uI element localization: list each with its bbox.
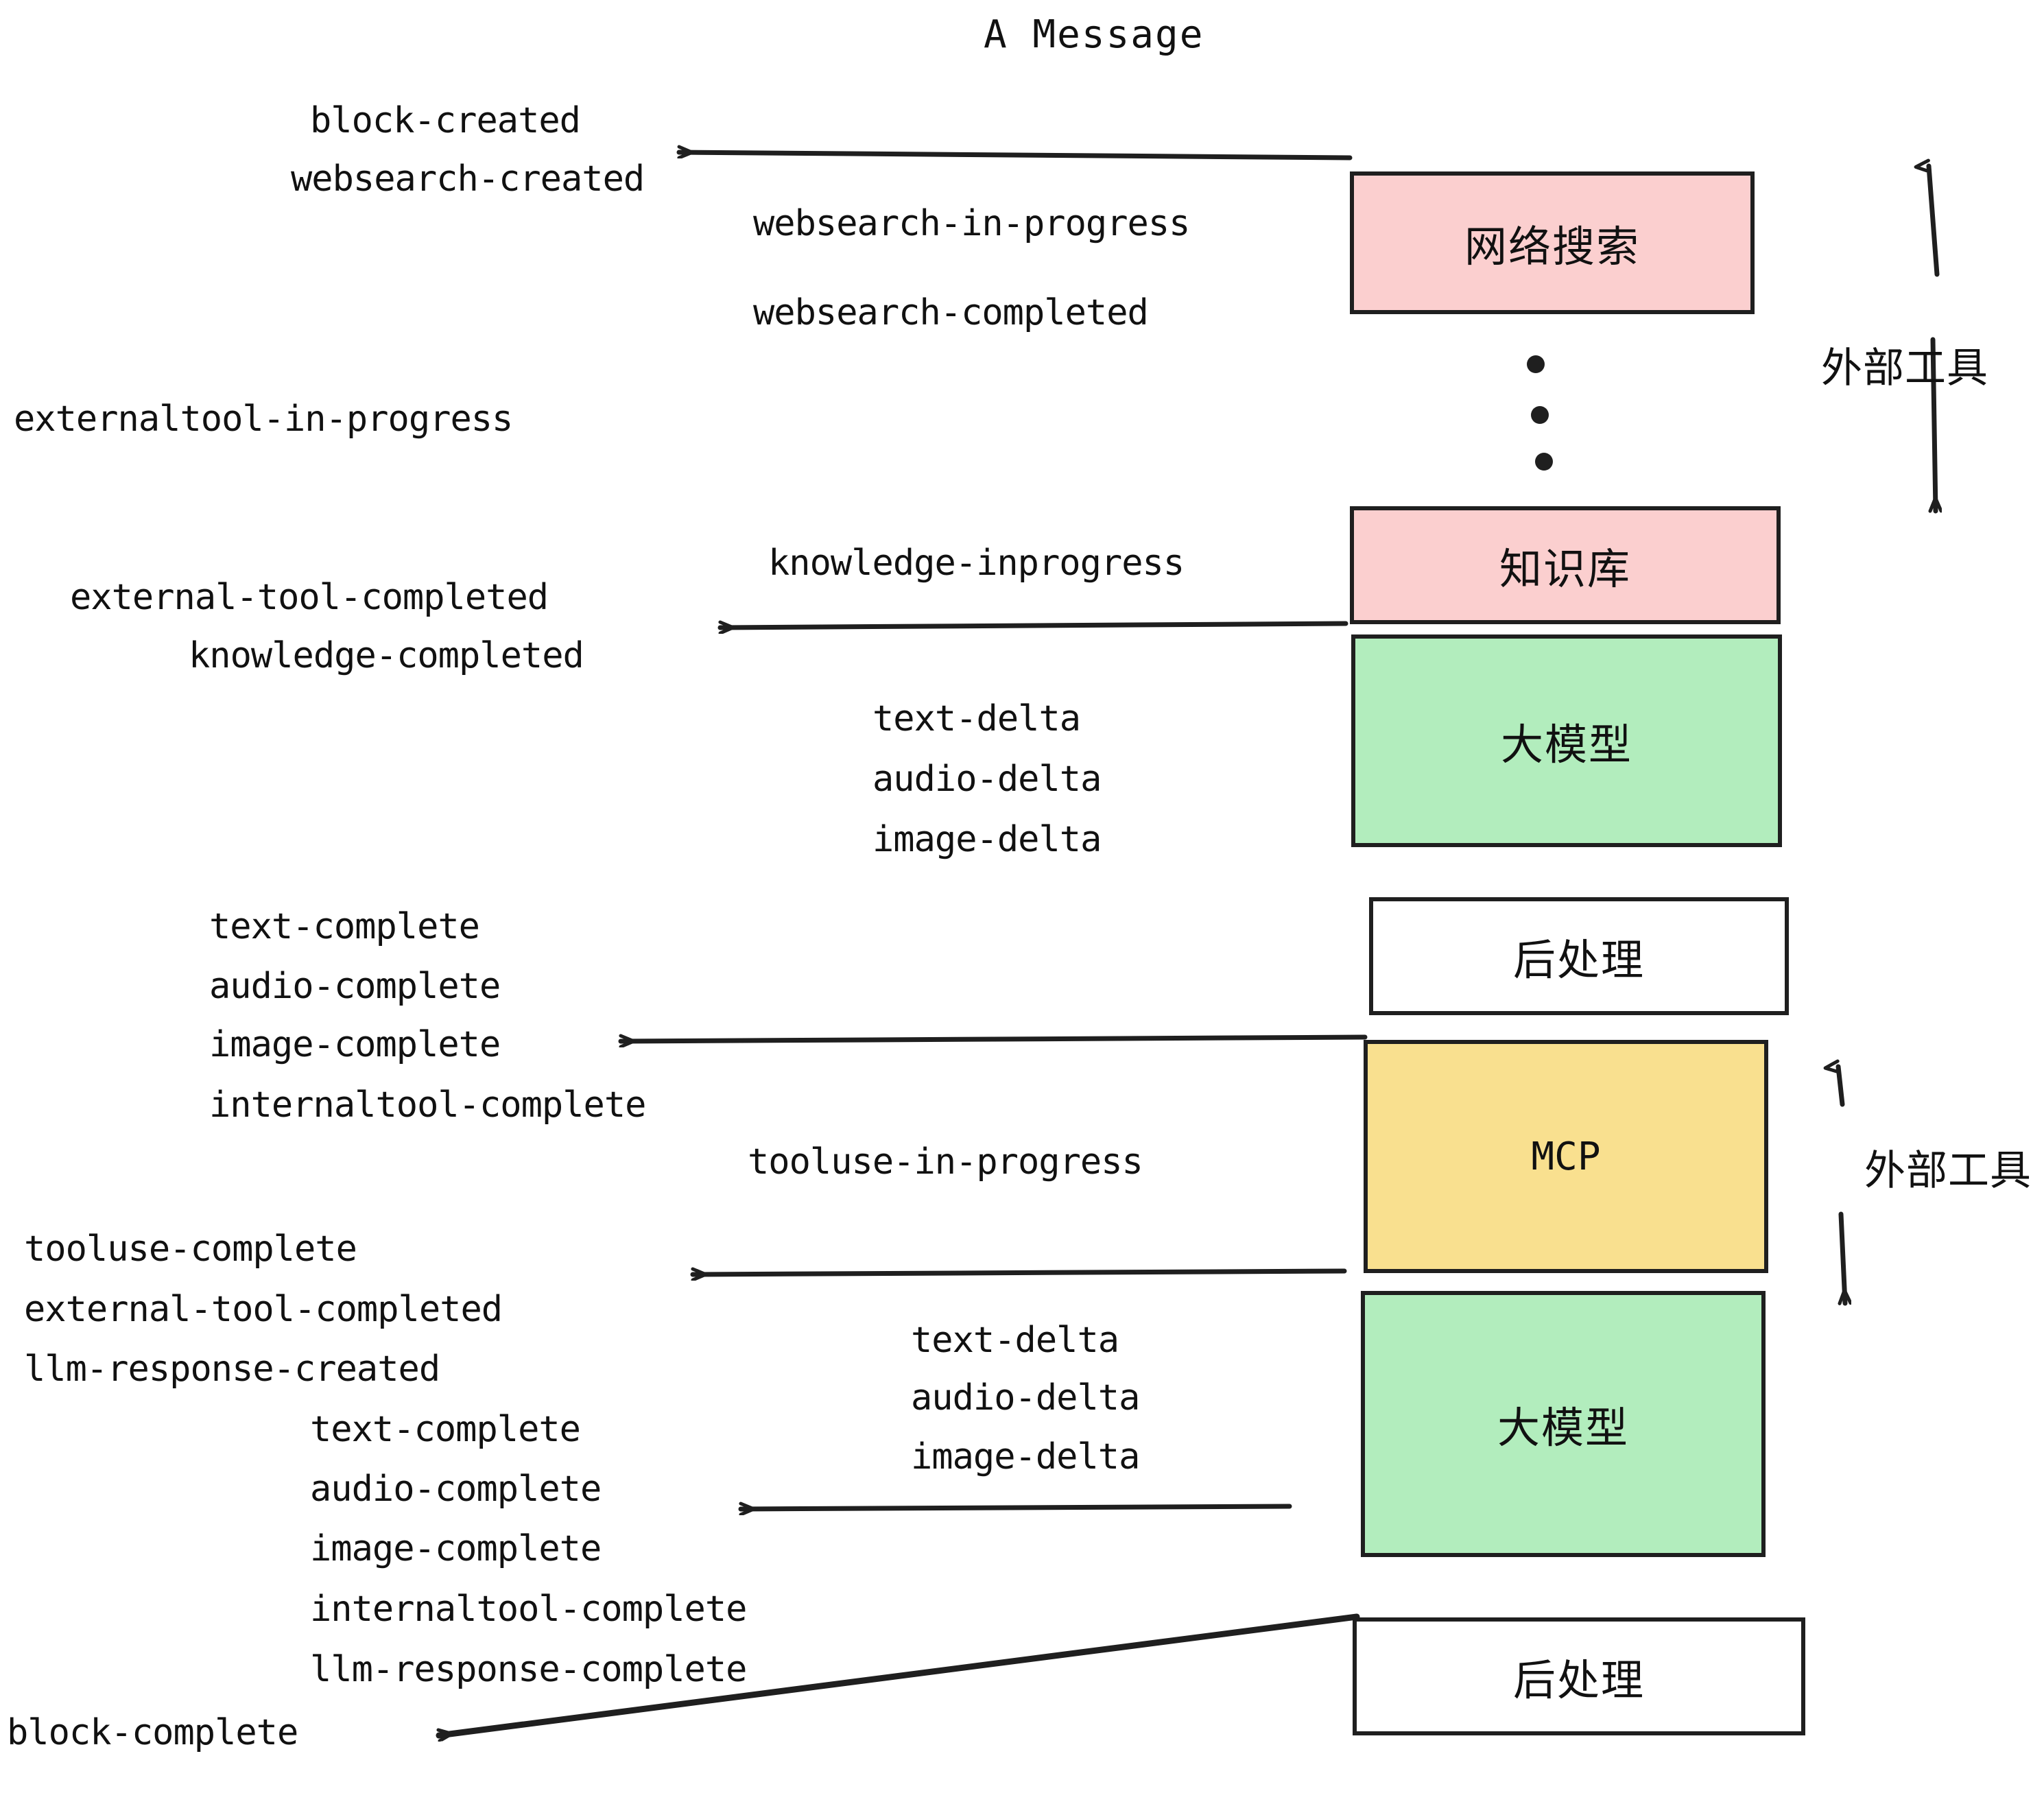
event-websearch-completed: websearch-completed <box>753 292 1149 333</box>
event-tooluse-complete: tooluse-complete <box>24 1229 357 1270</box>
box-postprocess-1-label: 后处理 <box>1512 935 1645 985</box>
event-websearch-in-progress: websearch-in-progress <box>753 203 1190 244</box>
box-llm-2-label: 大模型 <box>1497 1403 1629 1453</box>
box-mcp[interactable]: MCP <box>1364 1040 1768 1273</box>
event-block-complete: block-complete <box>7 1712 298 1753</box>
arrow-postprocess1-to-events <box>618 1037 1368 1041</box>
event-image-complete-1: image-complete <box>209 1024 501 1065</box>
box-llm-2[interactable]: 大模型 <box>1361 1291 1766 1557</box>
box-mcp-label: MCP <box>1531 1134 1601 1179</box>
event-text-delta-2: text-delta <box>911 1320 1119 1361</box>
event-text-complete-2: text-complete <box>310 1409 581 1450</box>
box-websearch-label: 网络搜索 <box>1464 222 1640 272</box>
box-llm-1-label: 大模型 <box>1500 720 1632 770</box>
event-knowledge-completed: knowledge-completed <box>189 635 584 676</box>
event-external-tool-completed-1: external-tool-completed <box>70 577 549 618</box>
event-internaltool-complete-1: internaltool-complete <box>209 1084 646 1126</box>
arrow-knowledge-completed <box>717 624 1348 628</box>
event-tooluse-in-progress: tooluse-in-progress <box>748 1141 1143 1183</box>
event-text-delta-1: text-delta <box>872 698 1081 739</box>
event-audio-complete-1: audio-complete <box>209 966 501 1007</box>
event-external-tool-completed-2: external-tool-completed <box>24 1289 503 1330</box>
event-image-delta-2: image-delta <box>911 1436 1140 1477</box>
event-image-delta-1: image-delta <box>872 819 1102 860</box>
external-tool-up-arrow-bottom <box>1838 1067 1845 1107</box>
event-externaltool-in-progress: externaltool-in-progress <box>14 399 513 440</box>
event-audio-delta-2: audio-delta <box>911 1377 1140 1419</box>
event-text-complete-1: text-complete <box>209 906 480 947</box>
event-image-complete-2: image-complete <box>310 1528 602 1569</box>
event-block-created: block-created <box>310 100 581 141</box>
box-llm-1[interactable]: 大模型 <box>1351 634 1782 847</box>
external-tool-up-arrow-top <box>1929 166 1940 277</box>
diagram-title: A Message <box>984 12 1204 57</box>
arrow-mcp-to-events <box>690 1271 1347 1274</box>
ellipsis-dot-1 <box>1527 355 1545 373</box>
event-knowledge-inprogress: knowledge-inprogress <box>768 543 1185 584</box>
box-websearch[interactable]: 网络搜索 <box>1350 171 1755 314</box>
external-tool-down-arrow-bottom <box>1841 1211 1845 1306</box>
event-audio-complete-2: audio-complete <box>310 1469 602 1510</box>
arrow-websearch-to-block <box>676 152 1353 161</box>
box-postprocess-1[interactable]: 后处理 <box>1369 897 1789 1015</box>
event-llm-response-complete: llm-response-complete <box>310 1649 747 1690</box>
event-llm-response-created: llm-response-created <box>24 1349 440 1390</box>
ellipsis-dot-2 <box>1531 406 1549 424</box>
ellipsis-dot-3 <box>1535 453 1553 471</box>
box-postprocess-2[interactable]: 后处理 <box>1353 1617 1805 1735</box>
box-knowledge-label: 知识库 <box>1499 544 1631 594</box>
side-note-external-tool-bottom: 外部工具 <box>1864 1147 2032 1195</box>
arrow-llm2-to-events <box>738 1506 1292 1509</box>
side-note-external-tool-top: 外部工具 <box>1821 344 1988 392</box>
event-websearch-created: websearch-created <box>291 158 645 200</box>
event-audio-delta-1: audio-delta <box>872 759 1102 800</box>
box-knowledge[interactable]: 知识库 <box>1350 506 1781 624</box>
event-internaltool-complete-2: internaltool-complete <box>310 1589 747 1630</box>
box-postprocess-2-label: 后处理 <box>1512 1655 1645 1705</box>
